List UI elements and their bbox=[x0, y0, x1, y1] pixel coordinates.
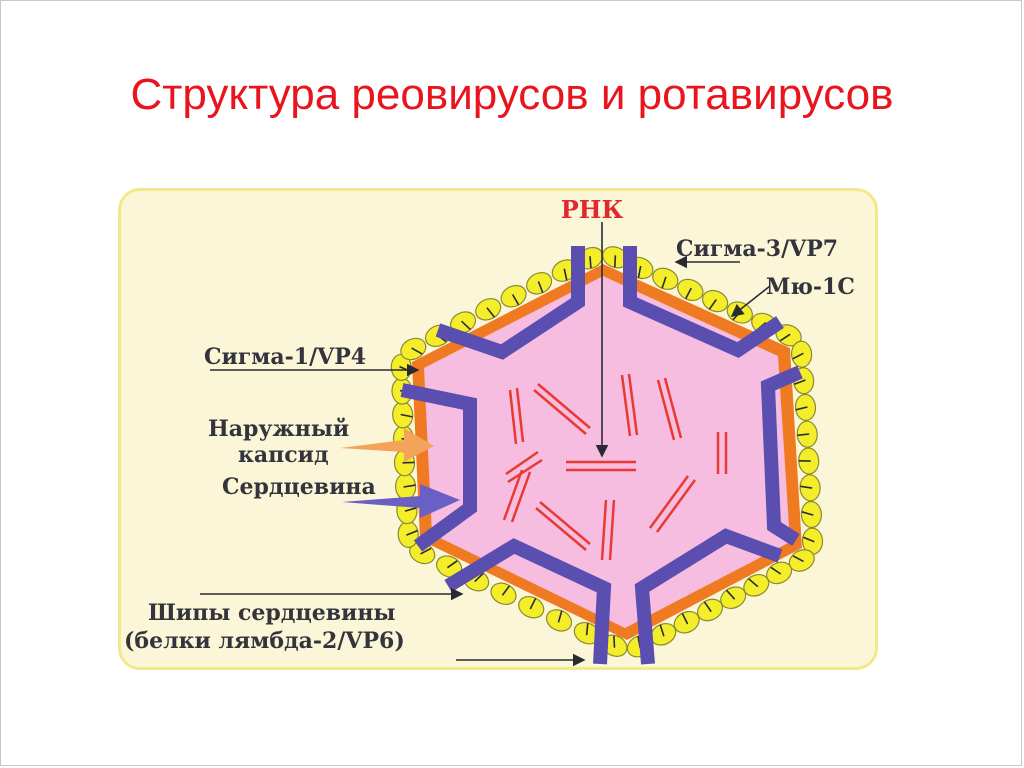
capsid-spike bbox=[585, 623, 589, 636]
capsid-spike bbox=[726, 589, 736, 600]
capsid-spike bbox=[511, 294, 520, 306]
label-outer-capsid-line2: капсид bbox=[238, 442, 329, 468]
slide-title: Структура реовирусов и ротавирусов bbox=[130, 70, 894, 119]
capsid-spike bbox=[792, 555, 804, 563]
label-arrows bbox=[200, 222, 771, 667]
capsid-spike bbox=[406, 529, 418, 536]
capsid-spike bbox=[748, 578, 759, 588]
capsid-spike bbox=[501, 585, 511, 596]
capsid-spike bbox=[529, 597, 537, 610]
rna-segments bbox=[502, 373, 728, 561]
capsid-spike bbox=[474, 572, 484, 583]
capsid-spike bbox=[779, 333, 791, 342]
label-mu1c: Мю-1С bbox=[766, 274, 855, 300]
capsid-spike bbox=[557, 610, 563, 623]
core-shell bbox=[400, 246, 803, 665]
capsid-spike bbox=[446, 560, 458, 569]
capsid-spike bbox=[681, 612, 689, 625]
label-rna: РНК bbox=[561, 195, 624, 224]
capsid-spike bbox=[613, 635, 616, 648]
capsid-spike bbox=[404, 507, 417, 512]
capsid-spike bbox=[460, 320, 471, 330]
label-sigma1: Сигма-1/VP4 bbox=[204, 344, 366, 370]
capsid-spike bbox=[684, 287, 692, 300]
capsid-spike bbox=[614, 255, 617, 268]
label-sigma3: Сигма-3/VP7 bbox=[676, 236, 838, 262]
outer-capsid-arrow bbox=[340, 428, 434, 462]
capsid-spike bbox=[802, 536, 815, 543]
label-core-spikes-line1: Шипы сердцевины bbox=[148, 600, 395, 626]
capsid-spike bbox=[661, 276, 667, 289]
label-core-spikes-line2: (белки лямбда-2/VP6) bbox=[124, 628, 405, 654]
capsid-spike bbox=[794, 379, 806, 386]
capsid-spike bbox=[770, 566, 782, 575]
capsid-spike bbox=[792, 352, 804, 360]
capsid-spike bbox=[800, 485, 813, 489]
capsid-spike bbox=[708, 299, 717, 310]
label-core: Сердцевина bbox=[222, 474, 376, 500]
capsid-spike bbox=[703, 601, 712, 613]
capsid-spike bbox=[659, 624, 665, 637]
core-arrow bbox=[342, 484, 460, 518]
label-outer-capsid-line1: Наружный bbox=[208, 416, 349, 442]
capsid-spike bbox=[420, 547, 432, 555]
capsid-spike bbox=[403, 484, 416, 488]
capsid-spike bbox=[537, 281, 544, 293]
capsid-spike bbox=[400, 413, 413, 418]
capsid-spike bbox=[589, 256, 592, 269]
capsid-spike bbox=[486, 307, 496, 318]
capsid-spike bbox=[637, 265, 642, 278]
capsid-spike bbox=[563, 268, 568, 281]
capsid-spike bbox=[795, 406, 808, 411]
capsid-spike bbox=[801, 511, 814, 516]
capsid-spike bbox=[411, 347, 423, 355]
capsid-spike bbox=[797, 433, 810, 437]
